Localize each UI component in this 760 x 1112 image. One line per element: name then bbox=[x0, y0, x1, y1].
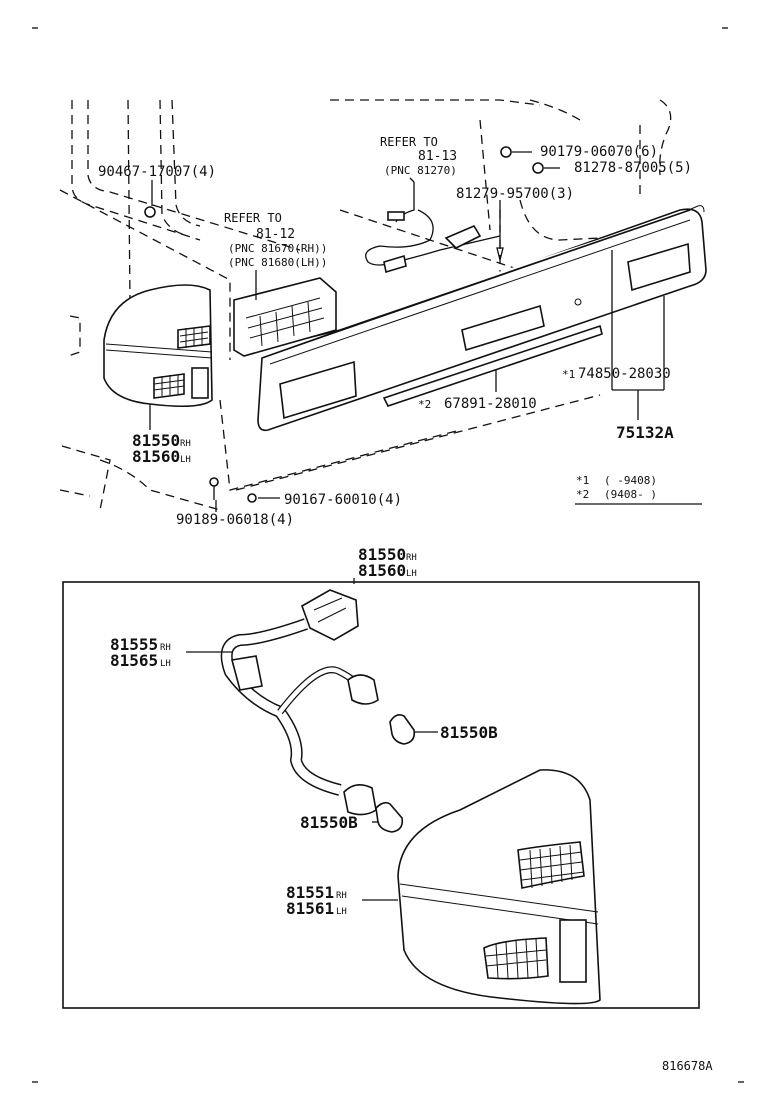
part-number-75132: 75132A bbox=[616, 423, 674, 442]
rear-garnish-panel bbox=[257, 205, 707, 432]
bulb-label-1: 81550B bbox=[440, 723, 498, 742]
box-rh-tag: RH bbox=[406, 553, 417, 563]
socket-rh-tag: RH bbox=[160, 643, 171, 653]
refer-note-81-13: REFER TO bbox=[380, 135, 438, 149]
refer-note-81-12: REFER TO bbox=[224, 211, 282, 225]
refer-number-81-12: 81-12 bbox=[256, 227, 295, 242]
license-light bbox=[233, 277, 337, 357]
lens-lh-tag: LH bbox=[336, 907, 347, 917]
note-2-range: (9408- ) bbox=[604, 488, 657, 501]
lens-rh-tag: RH bbox=[336, 891, 347, 901]
part-number-81279: 81279-95700(3) bbox=[456, 186, 574, 202]
refer-number-81-13: 81-13 bbox=[418, 149, 457, 164]
fasteners bbox=[144, 146, 544, 503]
part-number-81561: 81561 bbox=[286, 899, 334, 918]
note-1-mark: *1 bbox=[576, 474, 589, 487]
leader-lines bbox=[149, 151, 702, 584]
part-number-81565: 81565 bbox=[110, 651, 158, 670]
rh-tag: RH bbox=[180, 439, 191, 449]
box-lh-tag: LH bbox=[406, 569, 417, 579]
part-number-81555: 81555 bbox=[110, 635, 158, 654]
part-number-81560: 81560 bbox=[132, 447, 180, 466]
part-number-81551: 81551 bbox=[286, 883, 334, 902]
pnc-81680: (PNC 81680(LH)) bbox=[228, 256, 327, 269]
bulbs bbox=[372, 714, 438, 833]
pnc-81270: (PNC 81270) bbox=[384, 164, 457, 177]
part-number-90179: 90179-06070(6) bbox=[540, 144, 658, 160]
detail-box bbox=[62, 581, 700, 1009]
part-number-81278: 81278-87005(5) bbox=[574, 160, 692, 176]
part-number-67891: 67891-28010 bbox=[444, 396, 537, 412]
note-1-range: ( -9408) bbox=[604, 474, 657, 487]
left-tail-lamp-top bbox=[103, 284, 213, 408]
tail-lamp-detail bbox=[362, 769, 601, 1005]
box-part-81550: 81550 bbox=[358, 545, 406, 564]
star-2-mark: *2 bbox=[418, 398, 431, 411]
registration-marks bbox=[32, 27, 744, 1083]
socket-lh-tag: LH bbox=[160, 659, 171, 669]
part-number-90467: 90467-17007(4) bbox=[98, 164, 216, 180]
lh-tag: LH bbox=[180, 455, 191, 465]
bulb-label-2: 81550B bbox=[300, 813, 358, 832]
star-1-mark: *1 bbox=[562, 368, 575, 381]
pnc-81670: (PNC 81670(RH)) bbox=[228, 242, 327, 255]
part-number-90167: 90167-60010(4) bbox=[284, 492, 402, 508]
box-part-81560: 81560 bbox=[358, 561, 406, 580]
part-number-74850: 74850-28030 bbox=[578, 366, 671, 382]
wiring-harness-top bbox=[365, 182, 504, 274]
part-number-90189: 90189-06018(4) bbox=[176, 512, 294, 528]
text-labels: 90467-17007(4) REFER TO 81-13 (PNC 81270… bbox=[98, 135, 713, 1073]
socket-wire-assembly bbox=[220, 589, 379, 816]
figure-id: 816678A bbox=[662, 1059, 713, 1073]
note-2-mark: *2 bbox=[576, 488, 589, 501]
part-number-81550: 81550 bbox=[132, 431, 180, 450]
